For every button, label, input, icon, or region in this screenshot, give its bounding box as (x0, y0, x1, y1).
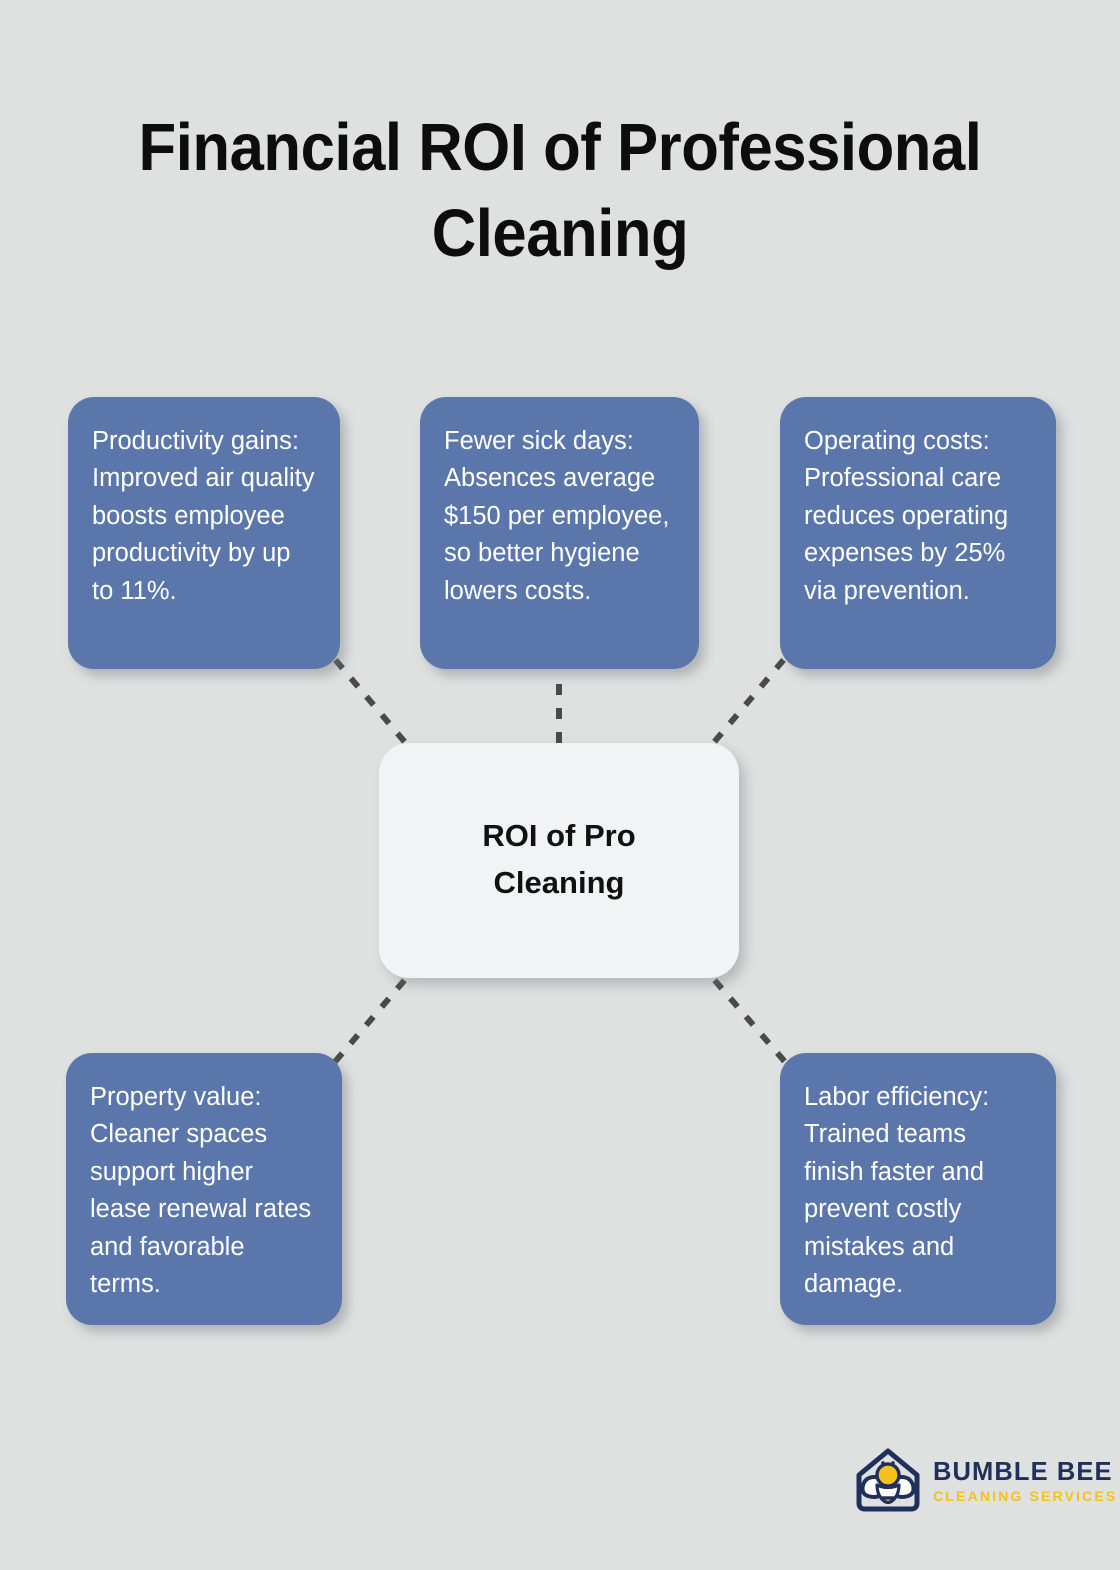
bee-in-house-icon (856, 1448, 920, 1512)
logo-title: BUMBLE BEE (933, 1457, 1113, 1486)
node-center-label: ROI of Pro Cleaning (482, 813, 635, 908)
logo-text: BUMBLE BEE CLEANING SERVICES (933, 1457, 1118, 1506)
node-property-value[interactable]: Property value: Cleaner spaces support h… (66, 1053, 342, 1325)
node-center-line2: Cleaning (493, 864, 625, 900)
node-labor-efficiency[interactable]: Labor efficiency: Trained teams finish f… (780, 1053, 1056, 1325)
node-operating-costs[interactable]: Operating costs: Professional care reduc… (780, 397, 1056, 669)
logo-subtitle: CLEANING SERVICES (933, 1489, 1118, 1506)
node-center-line1: ROI of Pro (482, 818, 636, 853)
page-title: Financial ROI of Professional Cleaning (138, 110, 982, 271)
node-fewer-sick-days[interactable]: Fewer sick days: Absences average $150 p… (420, 397, 699, 669)
node-productivity[interactable]: Productivity gains: Improved air quality… (68, 397, 340, 669)
brand-logo[interactable]: BUMBLE BEE CLEANING SERVICES (849, 1443, 1115, 1521)
node-center-roi[interactable]: ROI of Pro Cleaning (379, 743, 739, 978)
